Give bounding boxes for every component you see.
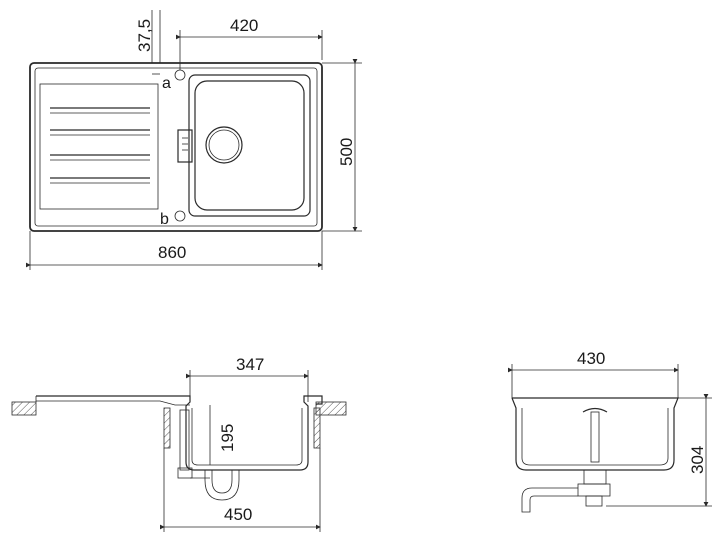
marker-b: b (160, 211, 169, 228)
bowl-inner (194, 80, 305, 211)
sink-inner-rim (34, 67, 318, 227)
overflow-head (582, 407, 608, 413)
countertop-left (11, 401, 37, 416)
dim-304-label: 304 (688, 446, 707, 474)
drain-trap (204, 470, 240, 501)
bowl-outer (188, 74, 311, 217)
side-view: 347 195 450 (11, 355, 347, 532)
drainboard-area (39, 83, 159, 210)
outlet-pipe (521, 487, 578, 513)
marker-a: a (162, 75, 171, 92)
cabinet-wall-left (163, 407, 171, 449)
tap-hole-a (174, 69, 186, 81)
dim-500-label: 500 (337, 138, 356, 166)
front-view: 430 304 (508, 349, 712, 513)
overflow-slot (177, 129, 193, 163)
dim-195-label: 195 (218, 424, 237, 452)
dim-450-label: 450 (224, 505, 252, 524)
sink-side-profile (36, 395, 323, 471)
drainboard-grooves (50, 107, 150, 184)
tap-hole-b (174, 210, 186, 222)
dim-860-label: 860 (158, 243, 186, 262)
dim-430-label: 430 (577, 349, 605, 368)
dim-37-5-label: 37,5 (135, 19, 154, 52)
drain-outer (205, 126, 243, 164)
drain-body (583, 469, 607, 485)
dim-420-label: 420 (230, 16, 258, 35)
cabinet-wall-right (313, 407, 321, 449)
top-view: a b 37,5 420 500 860 (26, 10, 362, 270)
drain-inner (208, 129, 240, 161)
overflow-pipe (179, 409, 190, 471)
dim-347-label: 347 (236, 355, 264, 374)
sink-front-profile (511, 397, 679, 471)
sink-outline (29, 62, 323, 232)
